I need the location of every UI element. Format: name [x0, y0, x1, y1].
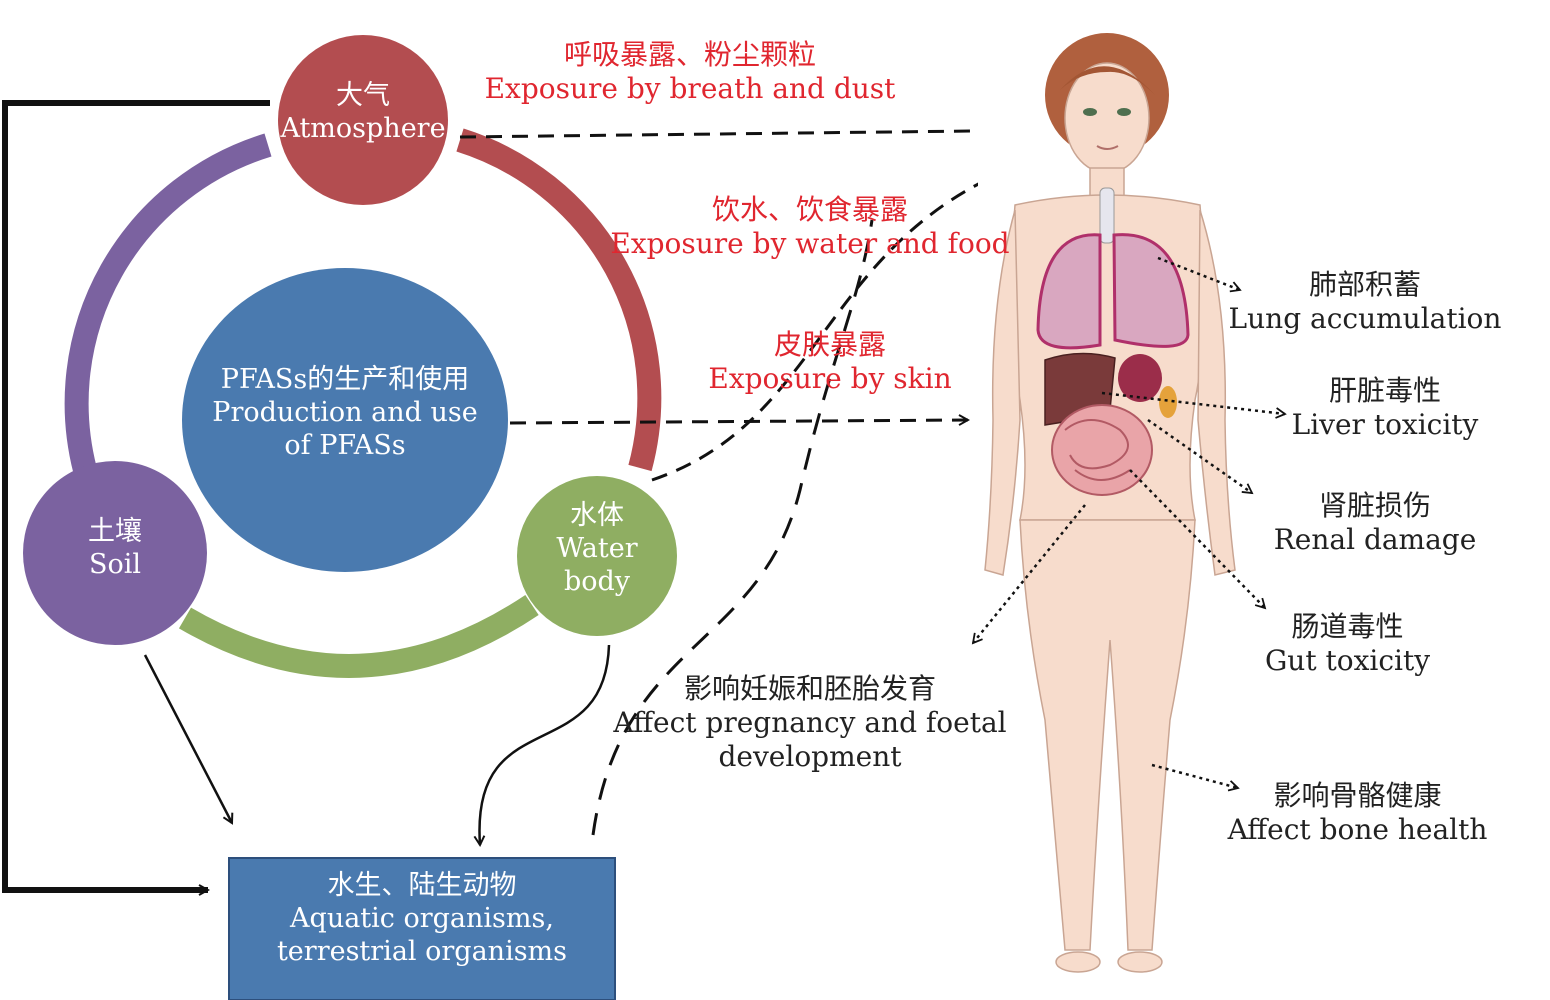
arc-soil-atmosphere	[64, 133, 272, 473]
organisms-label: 水生、陆生动物 Aquatic organisms, terrestrial o…	[276, 870, 568, 967]
arc-atmosphere-water	[456, 128, 662, 472]
water-to-organisms-arrow	[479, 644, 611, 845]
atmosphere-node	[278, 35, 448, 205]
center-label: PFASs的生产和使用 Production and use of PFASs	[212, 364, 478, 461]
water-food-exposure-label: 饮水、饮食暴露 Exposure by water and food	[610, 193, 1010, 261]
breath-exposure-label: 呼吸暴露、粉尘颗粒 Exposure by breath and dust	[484, 38, 896, 106]
liver-effect-label: 肝脏毒性 Liver toxicity	[1291, 374, 1479, 442]
breath-exposure-arrow	[459, 130, 1058, 139]
water-label: 水体 Water body	[556, 500, 638, 597]
liver-effect-arrow	[1101, 391, 1287, 419]
renal-effect-label: 肾脏损伤 Renal damage	[1273, 489, 1477, 557]
soil-label: 土壤 Soil	[88, 516, 142, 580]
water-food-exposure-arrow	[651, 158, 1040, 482]
water-node	[517, 476, 677, 636]
human-body-icon	[978, 33, 1243, 978]
skin-exposure-arrow	[509, 420, 968, 423]
lung-effect-label: 肺部积蓄 Lung accumulation	[1228, 268, 1502, 336]
left-feedback-line	[2, 100, 270, 890]
soil-to-organisms-arrow	[143, 654, 232, 823]
renal-effect-arrow	[1147, 418, 1254, 495]
gut-effect-label: 肠道毒性 Gut toxicity	[1264, 610, 1431, 678]
lung-effect-arrow	[1157, 256, 1242, 293]
pregnancy-effect-arrow	[971, 504, 1086, 645]
atmosphere-label: 大气 Atmosphere	[280, 80, 446, 144]
center-node	[182, 268, 508, 572]
pregnancy-effect-label: 影响妊娠和胚胎发育 Affect pregnancy and foetal de…	[613, 672, 1007, 774]
bone-effect-label: 影响骨骼健康 Affect bone health	[1227, 779, 1488, 847]
skin-exposure-label: 皮肤暴露 Exposure by skin	[708, 328, 952, 396]
arc-soil-water	[178, 595, 539, 678]
organisms-food-exposure-path	[591, 219, 874, 836]
bone-effect-arrow	[1151, 763, 1240, 792]
organisms-box	[228, 857, 616, 1000]
soil-node	[23, 461, 207, 645]
cycle-arcs	[64, 128, 662, 678]
